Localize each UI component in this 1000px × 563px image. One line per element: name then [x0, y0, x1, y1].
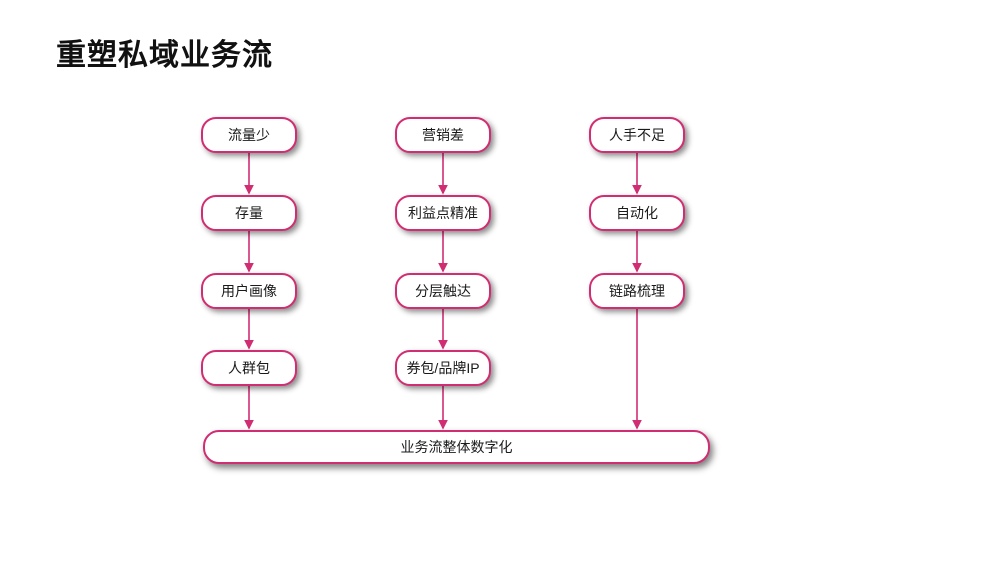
flow-node-benefit-precision: 利益点精准: [395, 195, 491, 231]
flow-node-automation: 自动化: [589, 195, 685, 231]
page-title: 重塑私域业务流: [56, 39, 273, 72]
flow-node-manpower: 人手不足: [589, 117, 685, 153]
flow-node-crowd-pack: 人群包: [201, 350, 297, 386]
flow-node-traffic: 流量少: [201, 117, 297, 153]
flow-node-link-sorting: 链路梳理: [589, 273, 685, 309]
flow-node-marketing: 营销差: [395, 117, 491, 153]
flow-node-layered-reach: 分层触达: [395, 273, 491, 309]
flow-node-stock: 存量: [201, 195, 297, 231]
flow-node-digitalization: 业务流整体数字化: [203, 430, 710, 464]
flow-node-user-portrait: 用户画像: [201, 273, 297, 309]
flow-node-coupon-brand-ip: 券包/品牌IP: [395, 350, 491, 386]
